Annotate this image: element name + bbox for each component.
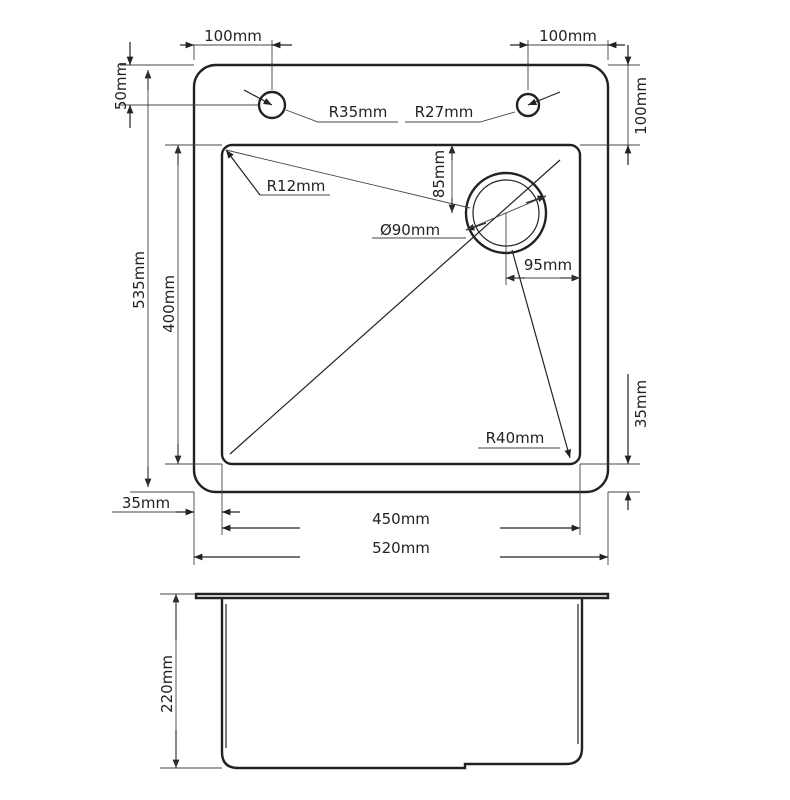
sink-outer-rim [192, 63, 610, 494]
faucet-hole-left [257, 90, 287, 120]
label-drain-offset-top: 85mm [430, 150, 448, 198]
dimension-lines [112, 40, 640, 565]
dimension-labels: 100mm 100mm 50mm 100mm R35mm R27mm R12mm… [112, 27, 650, 713]
label-drain-diameter: Ø90mm [380, 221, 440, 239]
faucet-hole-right [515, 92, 541, 118]
label-drain-offset-side: 95mm [524, 256, 572, 274]
label-corner-radius-inner: R12mm [267, 177, 326, 195]
label-hole-right-radius: R27mm [415, 103, 474, 121]
label-overall-width: 520mm [372, 539, 430, 557]
bowl-diagonal [229, 159, 561, 455]
label-hole-offset-top: 50mm [112, 62, 130, 110]
label-overall-depth: 535mm [130, 251, 148, 309]
label-hole-left-radius: R35mm [329, 103, 388, 121]
label-corner-radius-bowl: R40mm [486, 429, 545, 447]
label-top-right-spacing: 100mm [539, 27, 597, 45]
label-bowl-offset-top: 100mm [632, 77, 650, 135]
label-rim-left: 35mm [122, 494, 170, 512]
sink-bowl [220, 143, 582, 466]
label-bowl-width: 450mm [372, 510, 430, 528]
label-bowl-height: 220mm [158, 655, 176, 713]
side-view [160, 592, 610, 770]
label-top-left-spacing: 100mm [204, 27, 262, 45]
side-rim [194, 592, 610, 600]
top-view [192, 63, 610, 494]
label-rim-bottom: 35mm [632, 380, 650, 428]
label-bowl-depth: 400mm [160, 275, 178, 333]
side-bowl [220, 598, 584, 770]
